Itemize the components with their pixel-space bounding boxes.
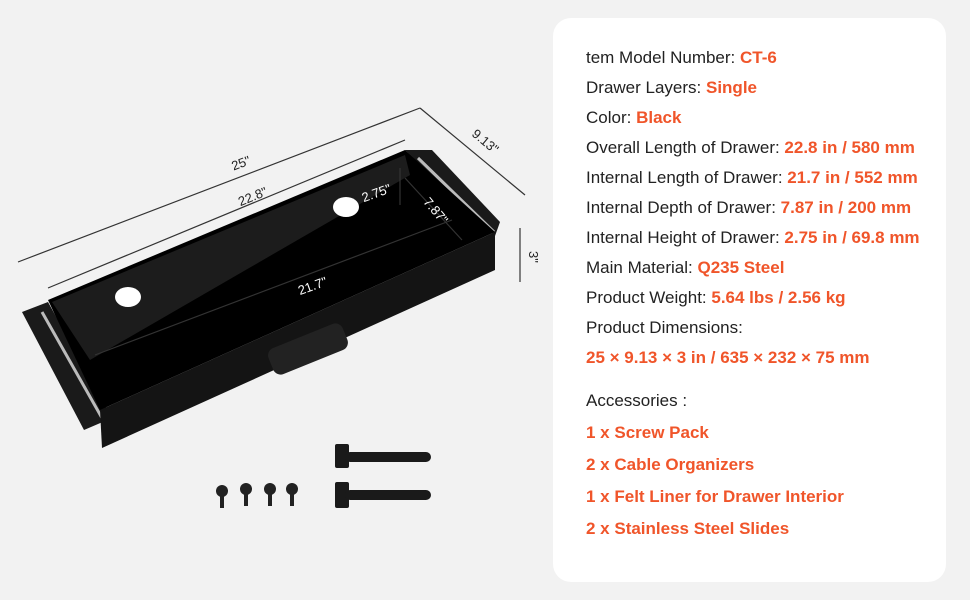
spec-label: Overall Length of Drawer: bbox=[586, 138, 785, 157]
spec-label: Drawer Layers: bbox=[586, 78, 706, 97]
spec-value: Single bbox=[705, 78, 757, 97]
spec-row: Internal Height of Drawer: 2.75 in / 69.… bbox=[586, 228, 920, 248]
spec-value: Q235 Steel bbox=[697, 258, 785, 277]
spec-row: tem Model Number: CT-6 bbox=[586, 48, 777, 68]
spec-label: Product Weight: bbox=[586, 288, 712, 307]
spec-row: Internal Depth of Drawer: 7.87 in / 200 … bbox=[586, 198, 911, 218]
label-length: 22.8" bbox=[236, 184, 270, 209]
spec-value: 21.7 in / 552 mm bbox=[787, 168, 918, 187]
drawer-illustration: 25" 22.8" 9.13" 3" 21.7" 2.75" 7.87" bbox=[17, 107, 541, 508]
spec-value: Black bbox=[636, 108, 682, 127]
label-overall: 25" bbox=[229, 152, 253, 173]
spec-row: Overall Length of Drawer: 22.8 in / 580 … bbox=[586, 138, 915, 158]
screw-pack bbox=[216, 483, 298, 508]
spec-row: Product Weight: 5.64 lbs / 2.56 kg bbox=[586, 288, 846, 308]
accessory-item: 2 x Stainless Steel Slides bbox=[586, 519, 790, 538]
spec-row: Internal Length of Drawer: 21.7 in / 552… bbox=[586, 168, 918, 188]
accessories-label: Accessories : bbox=[586, 391, 688, 410]
spec-row: Color: Black bbox=[586, 108, 681, 128]
spec-label: tem Model Number: bbox=[586, 48, 740, 67]
spec-value: 2.75 in / 69.8 mm bbox=[784, 228, 920, 247]
spec-label: Color: bbox=[586, 108, 637, 127]
cable-organizers bbox=[335, 444, 431, 508]
spec-label: Internal Depth of Drawer: bbox=[586, 198, 781, 217]
spec-row: Main Material: Q235 Steel bbox=[586, 258, 784, 278]
spec-value: CT-6 bbox=[740, 48, 777, 67]
accessory-item: 2 x Cable Organizers bbox=[586, 455, 755, 474]
spec-value: 5.64 lbs / 2.56 kg bbox=[711, 288, 846, 307]
spec-value: 22.8 in / 580 mm bbox=[784, 138, 915, 157]
spec-row: Drawer Layers: Single bbox=[586, 78, 757, 98]
dimensions-label: Product Dimensions: bbox=[586, 318, 743, 337]
spec-label: Main Material: bbox=[586, 258, 698, 277]
spec-value: 7.87 in / 200 mm bbox=[780, 198, 912, 217]
spec-label: Internal Height of Drawer: bbox=[586, 228, 785, 247]
accessory-item: 1 x Screw Pack bbox=[586, 423, 709, 442]
accessory-item: 1 x Felt Liner for Drawer Interior bbox=[586, 487, 844, 506]
spec-label: Internal Length of Drawer: bbox=[586, 168, 788, 187]
drawer-interior bbox=[48, 150, 495, 410]
drawer-handle bbox=[268, 323, 348, 375]
label-height: 3" bbox=[526, 251, 541, 263]
dimensions-value: 25 × 9.13 × 3 in / 635 × 232 × 75 mm bbox=[586, 348, 870, 367]
